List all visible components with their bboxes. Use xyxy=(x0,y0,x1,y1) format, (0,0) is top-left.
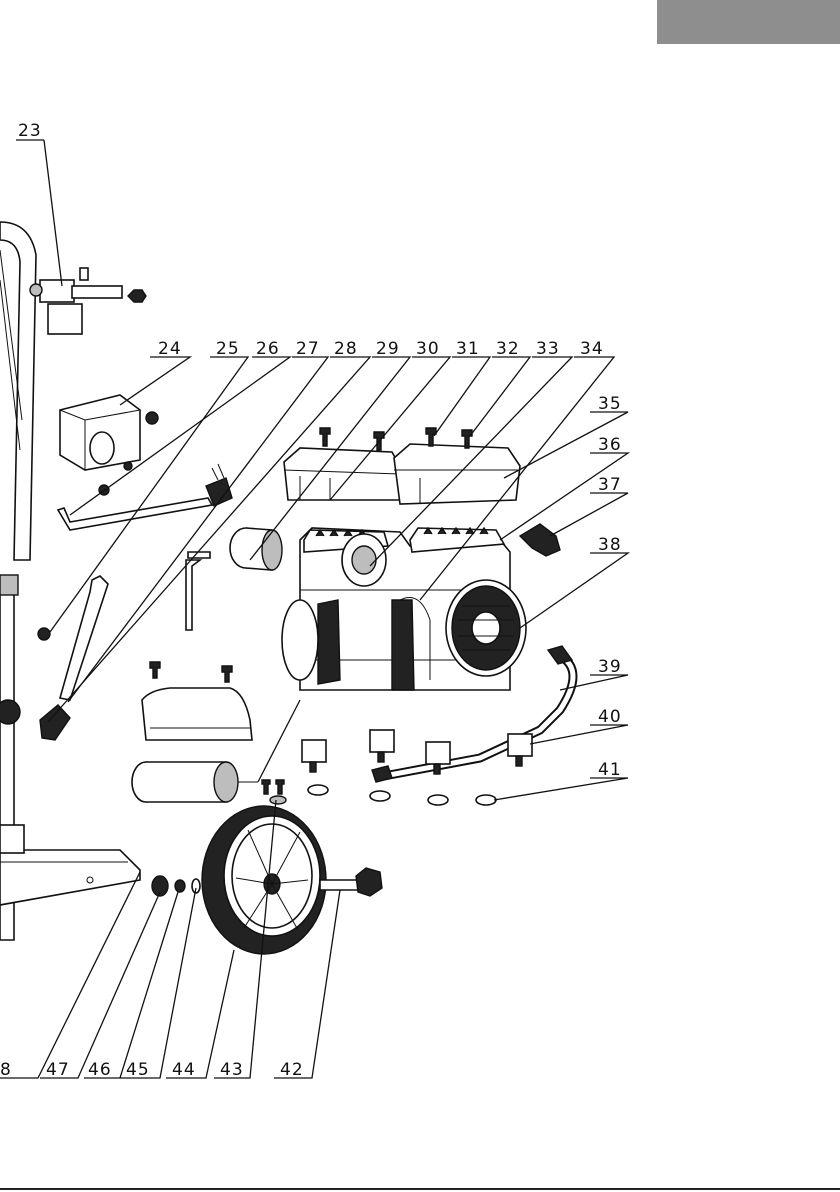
part-33-cover-right xyxy=(394,444,520,504)
label-40: 40 xyxy=(598,707,622,727)
label-44: 44 xyxy=(172,1060,196,1080)
label-37: 37 xyxy=(598,475,622,495)
label-26: 26 xyxy=(256,339,280,359)
label-23: 23 xyxy=(18,121,42,141)
label-35: 35 xyxy=(598,394,622,414)
part-24-pressure-switch xyxy=(60,395,158,495)
label-32: 32 xyxy=(496,339,520,359)
label-30: 30 xyxy=(416,339,440,359)
label-27: 27 xyxy=(296,339,320,359)
bottom-rule xyxy=(0,1188,840,1190)
part-25-power-cable xyxy=(58,464,232,530)
part-hex-key xyxy=(186,552,210,630)
label-45: 45 xyxy=(126,1060,150,1080)
label-24: 24 xyxy=(158,339,182,359)
part-41-nuts xyxy=(308,785,496,805)
label-42: 42 xyxy=(280,1060,304,1080)
base-plate xyxy=(0,825,140,905)
part-29-air-filter xyxy=(230,528,282,570)
label-41: 41 xyxy=(598,760,622,780)
label-36: 36 xyxy=(598,435,622,455)
label-47: 47 xyxy=(46,1060,70,1080)
part-42-axle-bolt xyxy=(320,868,382,896)
part-37-elbow-fitting xyxy=(520,524,560,556)
label-48-partial: 8 xyxy=(0,1060,12,1080)
label-38: 38 xyxy=(598,535,622,555)
part-capacitor xyxy=(132,762,258,802)
label-34: 34 xyxy=(580,339,604,359)
label-29: 29 xyxy=(376,339,400,359)
part-36-compressor-pump xyxy=(282,528,526,690)
label-46: 46 xyxy=(88,1060,112,1080)
label-28: 28 xyxy=(334,339,358,359)
part-32-cover-left xyxy=(284,448,402,500)
part-23-valve-assembly xyxy=(30,268,146,334)
part-43-screws xyxy=(262,780,284,794)
label-25: 25 xyxy=(216,339,240,359)
part-30-capacitor-cover xyxy=(142,662,252,740)
label-39: 39 xyxy=(598,657,622,677)
label-31: 31 xyxy=(456,339,480,359)
label-33: 33 xyxy=(536,339,560,359)
label-43: 43 xyxy=(220,1060,244,1080)
